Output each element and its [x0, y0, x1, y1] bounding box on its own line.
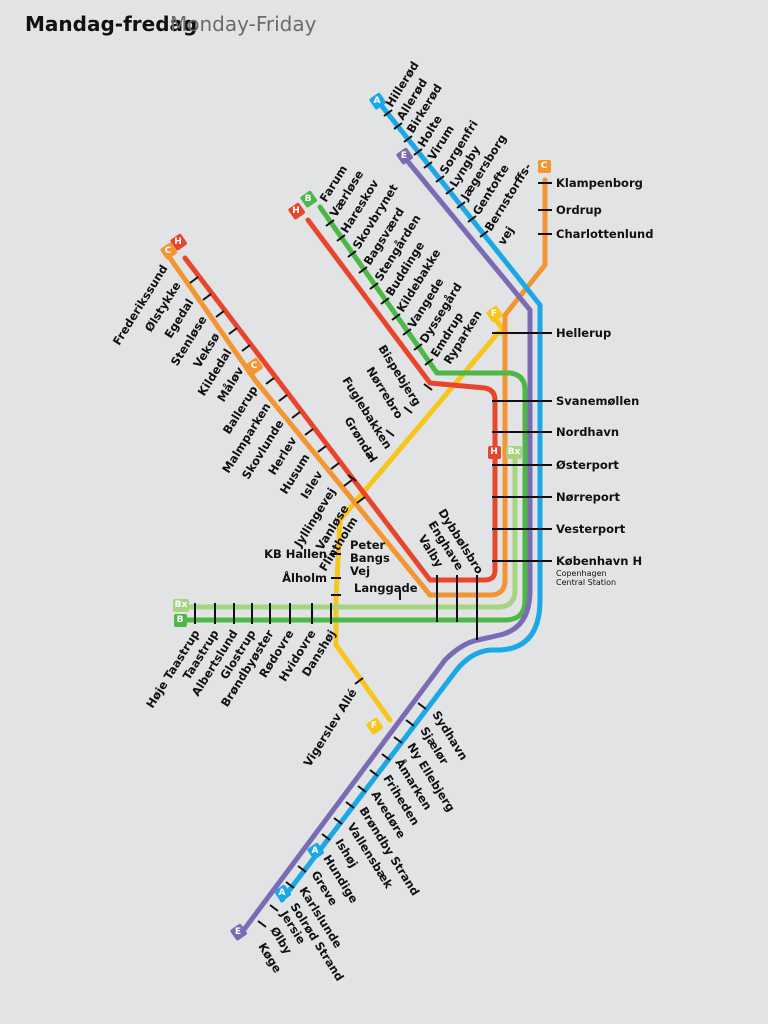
line-e-path	[237, 155, 533, 938]
line-badge-f-south: F	[366, 717, 383, 735]
station-label: Ordrup	[556, 203, 602, 217]
svg-text:F: F	[371, 721, 377, 731]
station-label: Vej	[350, 564, 370, 578]
svg-text:E: E	[401, 151, 407, 161]
station-label: Nørreport	[556, 490, 620, 504]
line-bx-path	[182, 447, 518, 610]
labels-south-f: Vigerslev Allé	[301, 686, 360, 769]
map-title: Mandag-fredag	[25, 12, 197, 36]
station-label: Svanemøllen	[556, 394, 639, 408]
labels-north-c: Klampenborg Ordrup Charlottenlund	[556, 176, 653, 241]
station-label: Bangs	[350, 551, 390, 565]
labels-west: Høje Taastrup Taastrup Albertslund Glost…	[143, 627, 338, 711]
map-subtitle: Monday-Friday	[170, 12, 317, 36]
line-b-path	[182, 204, 528, 623]
station-label: Hellerup	[556, 326, 611, 340]
station-label: Vigerslev Allé	[301, 686, 360, 769]
station-sublabel: Copenhagen	[556, 569, 607, 578]
svg-text:H: H	[174, 237, 182, 247]
line-badge-bx-central: Bx	[506, 446, 522, 459]
station-label: København H	[556, 554, 642, 568]
station-label: Klampenborg	[556, 176, 643, 190]
svg-text:A: A	[312, 846, 319, 856]
svg-text:C: C	[541, 161, 548, 171]
labels-frederikssund: Frederikssund Ølstykke Egedal Stenløse V…	[110, 262, 361, 574]
line-c-path	[167, 177, 548, 598]
svg-text:Bx: Bx	[508, 447, 521, 457]
station-label: Langgade	[354, 581, 418, 595]
svg-text:H: H	[490, 447, 498, 457]
line-f-path	[333, 315, 508, 723]
station-label: Ålholm	[282, 570, 327, 585]
svg-text:B: B	[177, 615, 184, 625]
station-sublabel: Central Station	[556, 578, 616, 587]
svg-text:C: C	[165, 246, 172, 256]
svg-text:H: H	[292, 206, 300, 216]
line-badge-a-north: A	[369, 92, 386, 110]
svg-text:E: E	[235, 927, 241, 937]
labels-west-inner: Dybbølsbro Enghave Valby	[415, 506, 486, 576]
svg-text:A: A	[279, 888, 286, 898]
svg-text:Bx: Bx	[175, 600, 188, 610]
line-badge-c-ballerup: C	[246, 357, 263, 375]
labels-inner-left: Peter Bangs Vej Langgade KB Hallen Ålhol…	[264, 538, 418, 595]
station-label: vej	[495, 224, 517, 248]
line-badge-a-koege: A	[274, 884, 291, 902]
line-badge-h-farum: H	[288, 202, 305, 220]
line-badge-c-north: C	[538, 160, 551, 173]
svg-text:B: B	[305, 194, 312, 204]
line-badge-c-frederikssund: C	[160, 242, 177, 260]
labels-south: Sydhavn Sjælør Ny Ellebjerg Åmarken Frih…	[255, 708, 470, 983]
svg-text:A: A	[374, 96, 381, 106]
station-label: Østerport	[556, 458, 619, 472]
line-a-path	[279, 97, 543, 903]
svg-text:C: C	[251, 361, 258, 371]
line-badge-e-north: E	[396, 147, 413, 165]
line-badge-h-central: H	[488, 446, 501, 459]
line-badge-e-south: E	[230, 923, 247, 941]
line-badge-b-west: B	[174, 614, 187, 627]
station-label: Charlottenlund	[556, 227, 653, 241]
station-label: Vesterport	[556, 522, 626, 536]
line-badge-bx-west: Bx	[173, 599, 189, 612]
station-label: Nordhavn	[556, 425, 619, 439]
svg-text:F: F	[491, 309, 497, 319]
line-badge-f-hellerup: F	[486, 305, 503, 323]
line-badge-a-south: A	[307, 842, 324, 860]
line-h-path	[182, 217, 498, 583]
station-label: Peter	[350, 538, 386, 552]
station-label: KB Hallen	[264, 547, 327, 561]
labels-central: Hellerup Svanemøllen Nordhavn Østerport …	[556, 326, 642, 587]
line-badges: A E C H B C H C	[160, 92, 551, 941]
line-badge-b-farum: B	[300, 190, 317, 208]
line-badge-h-frederikssund: H	[170, 233, 187, 251]
